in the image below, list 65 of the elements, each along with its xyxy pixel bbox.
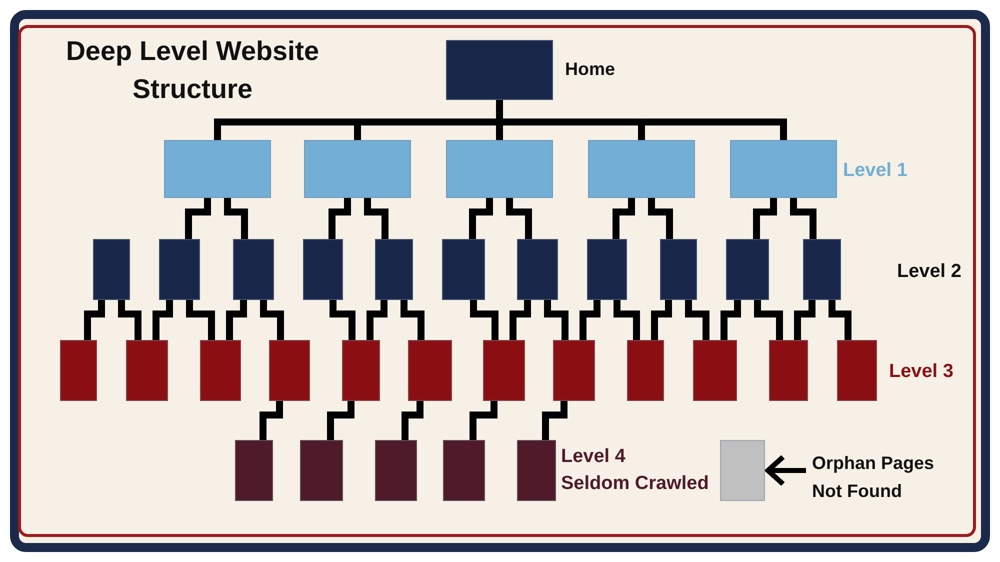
connector-line <box>327 401 354 440</box>
connector-line <box>720 300 741 340</box>
connector-line <box>402 401 424 440</box>
connector-line <box>542 401 568 440</box>
node-label: Orphan Pages Not Found <box>812 449 962 505</box>
connector-line <box>754 300 783 340</box>
page-box <box>446 140 553 198</box>
page-box <box>408 340 452 401</box>
page-box <box>446 40 553 100</box>
page-box <box>342 340 380 401</box>
page-box <box>300 440 343 501</box>
page-box <box>164 140 271 198</box>
connector-line <box>260 401 283 440</box>
level-label: Level 4 <box>561 446 626 468</box>
page-box <box>233 239 274 300</box>
connector-line <box>544 300 568 340</box>
connector-line <box>510 300 531 340</box>
page-box <box>803 239 841 300</box>
page-box <box>588 140 695 198</box>
page-box <box>442 239 485 300</box>
page-box <box>93 239 130 300</box>
page-box <box>730 140 837 198</box>
page-box <box>660 239 697 300</box>
connector-line <box>118 300 142 340</box>
title: Deep Level Website Structure <box>64 35 320 106</box>
page-box <box>726 239 769 300</box>
node-label: Home <box>565 59 616 80</box>
connector-line <box>685 300 710 340</box>
level-label: Seldom Crawled <box>561 473 709 495</box>
page-box <box>517 440 556 501</box>
page-box <box>200 340 241 401</box>
arrow <box>765 454 806 487</box>
connector-line <box>651 300 672 340</box>
connector-line <box>226 300 247 340</box>
page-box <box>375 440 417 501</box>
connector-line <box>794 300 816 340</box>
page-box <box>375 239 413 300</box>
page-box <box>720 440 765 501</box>
connector-line <box>470 401 498 440</box>
page-box <box>769 340 808 401</box>
page-box <box>693 340 737 401</box>
connector-line <box>470 300 498 340</box>
page-box <box>837 340 877 401</box>
connector-line <box>152 300 173 340</box>
page-box <box>60 340 97 401</box>
page-box <box>304 140 411 198</box>
level-label: Level 1 <box>843 160 908 182</box>
page-box <box>627 340 664 401</box>
page-box <box>303 239 343 300</box>
page-box <box>587 239 627 300</box>
connector-line <box>580 300 600 340</box>
page-box <box>159 239 200 300</box>
page-box <box>126 340 168 401</box>
page-box <box>235 440 273 501</box>
page-box <box>269 340 310 401</box>
level-label: Level 2 <box>897 261 962 283</box>
connector-line <box>330 300 356 340</box>
connector-line <box>186 300 215 340</box>
level-label: Level 3 <box>889 361 954 383</box>
connector-line <box>614 300 640 340</box>
page-box <box>553 340 595 401</box>
page-box <box>517 239 558 300</box>
connector-line <box>366 300 388 340</box>
page-box <box>483 340 525 401</box>
page-box <box>443 440 485 501</box>
